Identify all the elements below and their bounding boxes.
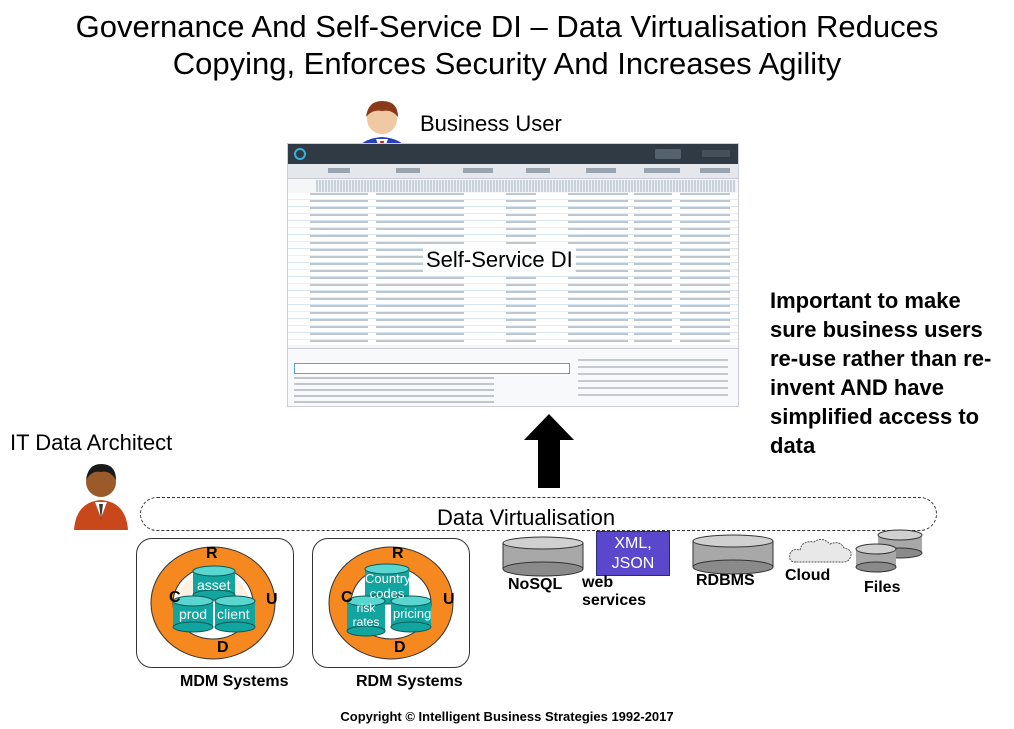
- nosql-label: NoSQL: [508, 576, 563, 593]
- virtualisation-layer: [140, 497, 937, 531]
- title-line-1: Governance And Self-Service DI – Data Vi…: [75, 9, 939, 44]
- column-histograms: [316, 180, 736, 192]
- mdm-asset: asset: [197, 577, 231, 593]
- side-details: [578, 359, 728, 399]
- rdm-letter-r: R: [392, 545, 404, 562]
- it-architect-icon: [74, 464, 128, 530]
- expression-input[interactable]: [294, 363, 570, 374]
- rdm-letter-d: D: [394, 639, 406, 656]
- copyright: Copyright © Intelligent Business Strateg…: [340, 709, 674, 724]
- cloud-label: Cloud: [785, 567, 831, 584]
- rdm-risk-rates: risk rates: [352, 601, 380, 629]
- files-icon: [855, 529, 923, 573]
- business-user-label: Business User: [420, 111, 562, 136]
- rdm-letter-c: C: [341, 589, 353, 606]
- nosql-database-icon: [502, 536, 584, 577]
- mdm-letter-d: D: [217, 639, 229, 656]
- app-logo-icon: [294, 148, 306, 160]
- rdm-letter-u: U: [443, 591, 455, 608]
- diagram-title: Governance And Self-Service DI – Data Vi…: [0, 8, 1014, 82]
- mdm-letter-r: R: [206, 545, 218, 562]
- suggested-transforms: [294, 377, 494, 403]
- mdm-label: MDM Systems: [180, 673, 289, 690]
- toolbar-button[interactable]: [655, 149, 681, 159]
- rdm-label: RDM Systems: [356, 673, 463, 690]
- mdm-crud-ring-icon: [150, 546, 276, 660]
- app-toolbar: [288, 144, 738, 164]
- rdbms-database-icon: [692, 534, 774, 575]
- files-label: Files: [864, 579, 901, 596]
- web-services-label: web services: [582, 574, 647, 609]
- mdm-letter-c: C: [169, 589, 181, 606]
- self-service-screenshot: [287, 143, 739, 407]
- mdm-letter-u: U: [266, 591, 278, 608]
- transform-panel: [288, 348, 738, 406]
- rdm-country-codes: Country codes: [365, 571, 411, 601]
- rdm-crud-ring-icon: [328, 546, 454, 660]
- up-arrow-icon: [524, 414, 574, 488]
- xml-json-box: XML, JSON: [596, 531, 670, 576]
- rdm-panel: R C U D Country codes risk rates pricing: [312, 538, 470, 668]
- self-service-di-label: Self-Service DI: [423, 247, 576, 273]
- rdbms-label: RDBMS: [696, 572, 755, 589]
- virtualisation-label: Data Virtualisation: [437, 505, 616, 530]
- mdm-prod: prod: [179, 606, 208, 622]
- mdm-panel: R C U D asset prod client: [136, 538, 294, 668]
- it-architect-label: IT Data Architect: [10, 430, 173, 455]
- cloud-icon: [789, 538, 852, 563]
- data-grid[interactable]: [288, 193, 738, 345]
- rdm-pricing: pricing: [393, 606, 432, 621]
- user-menu[interactable]: [702, 150, 730, 157]
- title-line-2: Copying, Enforces Security And Increases…: [172, 46, 842, 81]
- column-headers: [288, 164, 738, 179]
- mdm-client: client: [217, 606, 250, 622]
- important-note: Important to make sure business users re…: [770, 288, 992, 458]
